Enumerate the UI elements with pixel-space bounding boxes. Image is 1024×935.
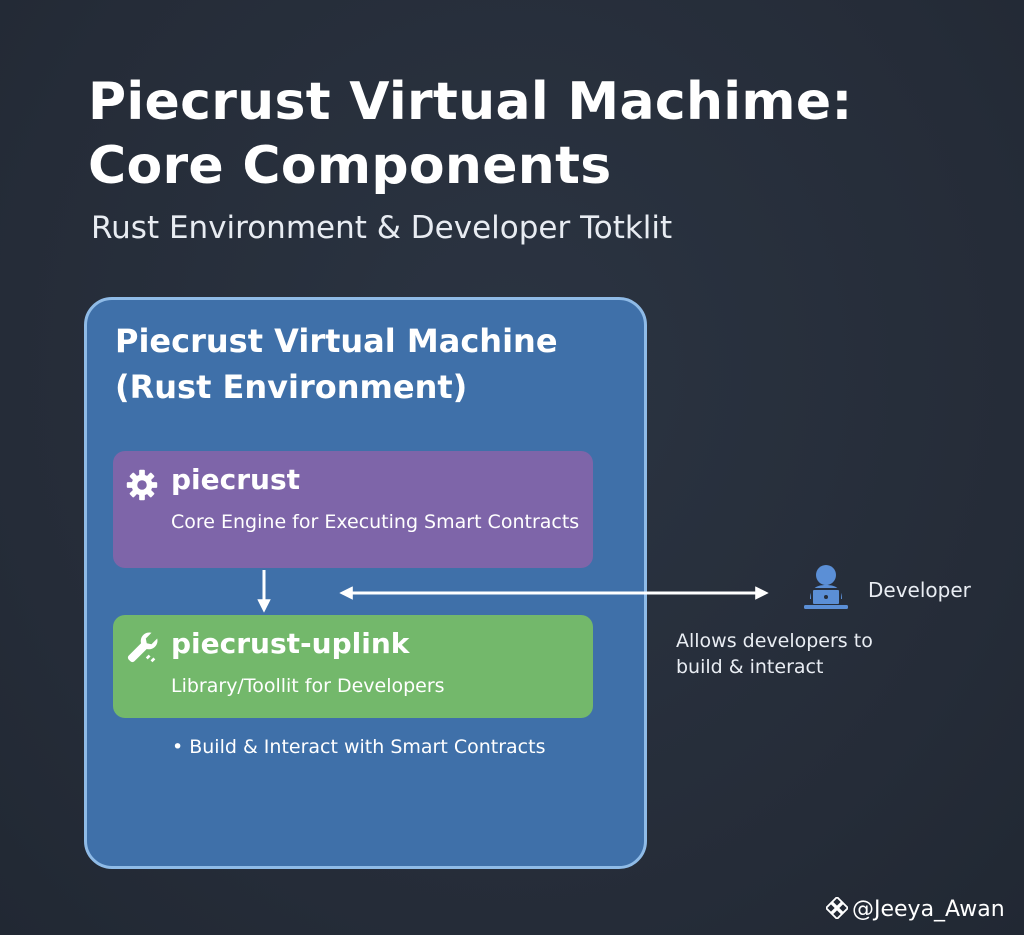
piecrust-card: piecrust Core Engine for Executing Smart… (113, 451, 593, 568)
bullet-marker: • (172, 736, 184, 758)
bullet-text: Build & Interact with Smart Contracts (189, 736, 546, 758)
uplink-bullet-point: •Build & Interact with Smart Contracts (172, 734, 545, 760)
watermark-text: @Jeeya_Awan (852, 897, 1005, 922)
developer-note: Allows developers to build & interact (676, 628, 873, 680)
vm-title-line-2: (Rust Environment) (115, 368, 468, 406)
piecrust-uplink-description: Library/Toollit for Developers (171, 675, 445, 697)
watermark: @Jeeya_Awan (826, 896, 1005, 924)
page-subtitle: Rust Environment & Developer Totklit (91, 210, 673, 246)
gear-icon (126, 469, 158, 501)
vm-title: Piecrust Virtual Machine (Rust Environme… (115, 318, 558, 410)
title-line-2: Core Components (88, 136, 612, 196)
page-title: Piecrust Virtual Machime: Core Component… (88, 70, 853, 198)
piecrust-uplink-title: piecrust-uplink (171, 627, 410, 660)
piecrust-description: Core Engine for Executing Smart Contract… (171, 511, 580, 533)
wrench-icon (127, 632, 158, 663)
piecrust-title: piecrust (171, 463, 301, 496)
developer-note-line-1: Allows developers to (676, 630, 873, 652)
piecrust-uplink-card: piecrust-uplink Library/Toollit for Deve… (113, 615, 593, 718)
developer-label: Developer (868, 578, 971, 602)
binance-logo-icon (826, 897, 848, 919)
vm-container (84, 297, 647, 869)
developer-note-line-2: build & interact (676, 656, 824, 678)
vm-title-line-1: Piecrust Virtual Machine (115, 322, 558, 360)
title-line-1: Piecrust Virtual Machime: (88, 72, 853, 132)
developer-laptop-icon (804, 565, 848, 609)
